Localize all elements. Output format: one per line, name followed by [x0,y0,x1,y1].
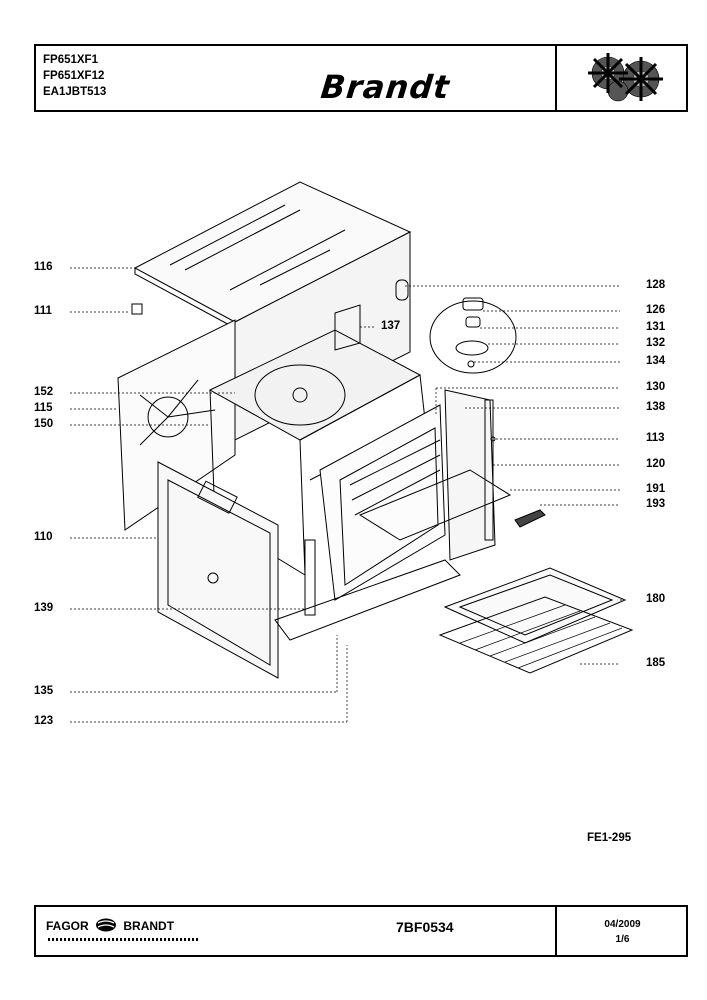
page-number: 1/6 [615,934,630,945]
footer-box: FAGOR BRANDT 7BF0534 04/2009 1/6 [34,905,688,957]
fagor-brandt-logo-icon [96,918,117,932]
part-label-132: 132 [646,337,666,349]
part-label-137: 137 [381,320,401,332]
part-label-113: 113 [646,432,665,444]
part-label-180: 180 [646,593,666,605]
model-3: EA1JBT513 [43,86,107,98]
header-box: FP651XF1 FP651XF12 EA1JBT513 Brandt [34,44,688,112]
model-1: FP651XF1 [43,54,98,66]
part-label-139: 139 [34,602,54,614]
part-label-120: 120 [646,458,666,470]
part-label-150: 150 [34,418,54,430]
part-label-116: 116 [34,261,53,273]
part-label-111: 111 [34,305,52,317]
part-label-152: 152 [34,386,54,398]
part-label-128: 128 [646,279,666,291]
part-label-126: 126 [646,304,666,316]
part-label-193: 193 [646,498,666,510]
part-label-115: 115 [34,402,53,414]
company-name-brandt: BRANDT [123,919,175,933]
document-date: 04/2009 [604,919,641,930]
part-label-135: 135 [34,685,54,697]
model-2: FP651XF12 [43,70,105,82]
company-name-fagor: FAGOR [46,919,89,933]
part-label-185: 185 [646,657,666,669]
part-label-138: 138 [646,401,666,413]
model-list: FP651XF1 FP651XF12 EA1JBT513 [43,52,106,100]
part-label-110: 110 [34,531,53,543]
part-label-131: 131 [646,321,666,333]
date-box: 04/2009 1/6 [555,907,688,955]
gears-icon [588,53,663,102]
part-label-134: 134 [646,355,666,367]
company-logo: FAGOR BRANDT [46,918,174,933]
logo-underline [48,938,198,941]
part-label-130: 130 [646,381,666,393]
header-divider [555,46,557,110]
part-label-191: 191 [646,483,666,495]
document-number: 7BF0534 [396,919,454,935]
diagram-code: FE1-295 [587,832,632,844]
part-label-123: 123 [34,715,54,727]
